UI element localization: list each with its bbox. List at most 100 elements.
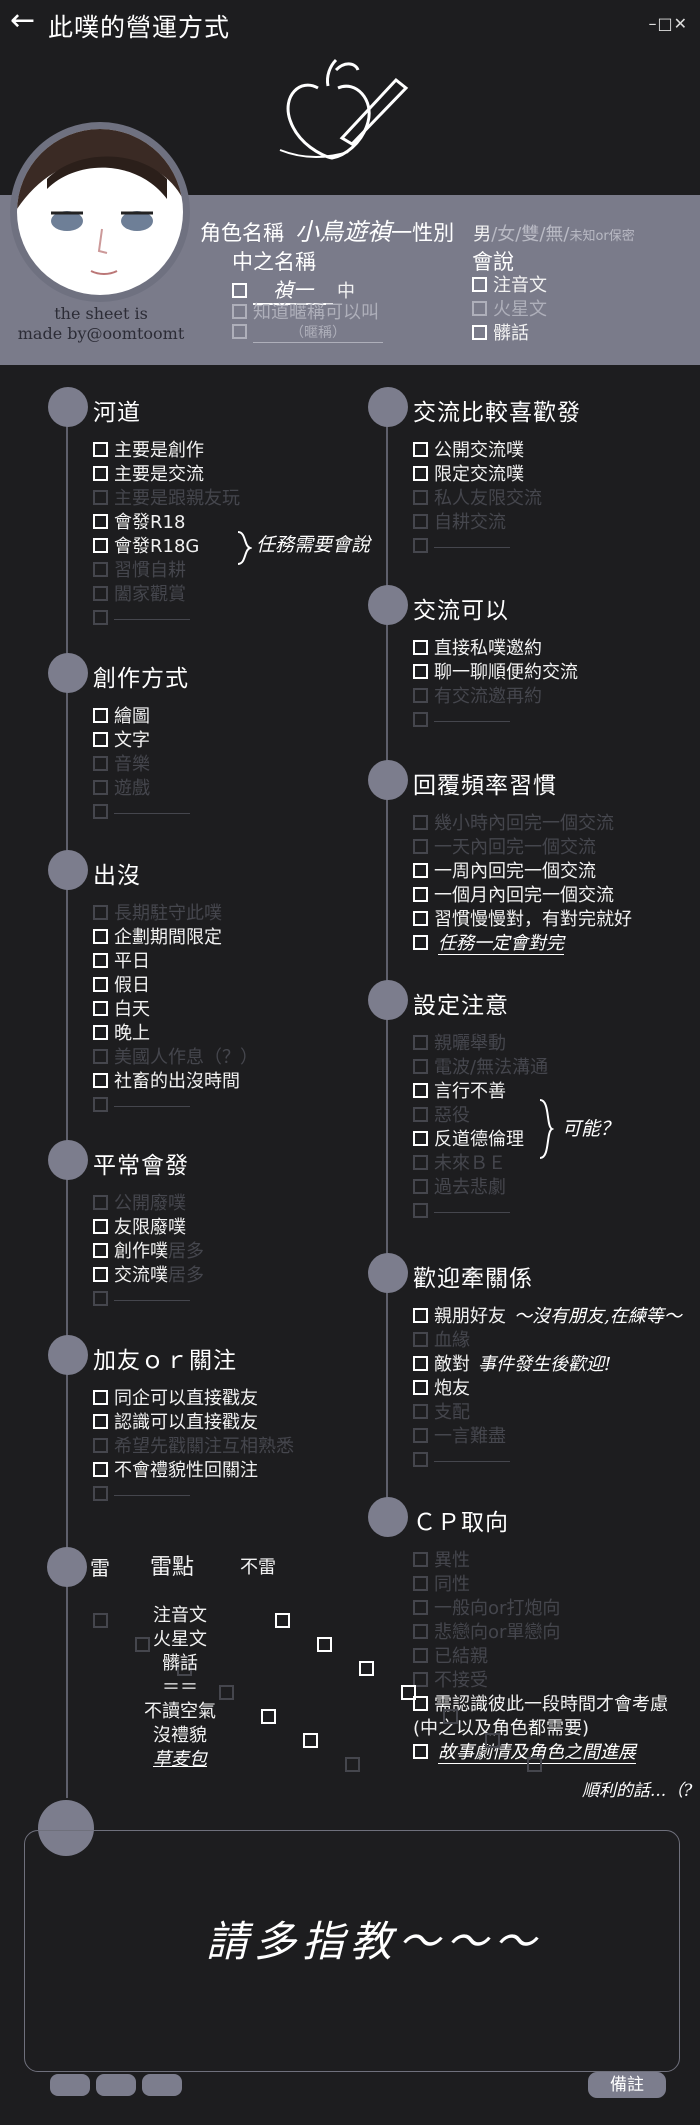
zhong-option-1[interactable]: 禎一中 <box>232 274 355 305</box>
checkbox-icon[interactable] <box>93 537 108 553</box>
checklist-item[interactable]: 長期駐守此噗 <box>93 902 222 926</box>
checklist-item[interactable]: 認識可以直接戳友 <box>93 1411 258 1435</box>
page-pill-2[interactable] <box>96 2074 136 2096</box>
checklist-item[interactable]: 創作噗居多 <box>93 1240 204 1264</box>
mine-checkbox-icon[interactable] <box>303 1733 318 1748</box>
checklist-item[interactable]: 主要是交流 <box>93 463 204 487</box>
checklist-item[interactable]: 一周內回完一個交流 <box>413 860 596 884</box>
name-value[interactable]: 小鳥遊禎 <box>295 218 392 246</box>
checkbox-icon[interactable] <box>93 1389 108 1405</box>
checkbox-icon[interactable] <box>93 1242 108 1258</box>
checkbox-icon[interactable] <box>413 1202 428 1218</box>
checklist-item[interactable]: 企劃期間限定 <box>93 926 222 950</box>
checkbox-icon[interactable] <box>93 1461 108 1477</box>
blank-line[interactable] <box>114 1494 190 1496</box>
blank-line[interactable] <box>114 812 190 814</box>
checklist-item[interactable]: 親朋好友～沒有朋友,在練等～ <box>413 1305 682 1329</box>
not-mine-checkbox-icon[interactable] <box>527 1757 542 1772</box>
not-mine-checkbox-icon[interactable] <box>275 1613 290 1628</box>
checklist-item[interactable]: 白天 <box>93 998 150 1022</box>
checkbox-icon[interactable] <box>413 1599 428 1615</box>
checklist-item[interactable] <box>93 1483 190 1507</box>
zhong-option-3[interactable]: （暱稱） <box>232 322 383 343</box>
checkbox-icon[interactable] <box>413 687 428 703</box>
gender-others[interactable]: /女/雙/無/ <box>491 224 570 245</box>
checkbox-icon[interactable] <box>93 755 108 771</box>
checkbox-icon[interactable] <box>93 803 108 819</box>
checkbox-icon[interactable] <box>93 489 108 505</box>
nickname-field[interactable]: （暱稱） <box>253 322 383 343</box>
mine-checkbox-icon[interactable] <box>177 1661 192 1676</box>
checklist-item[interactable]: 直接私噗邀約 <box>413 637 542 661</box>
checkbox-icon[interactable] <box>413 513 428 529</box>
checkbox-icon[interactable] <box>413 537 428 553</box>
checklist-item[interactable]: 幾小時內回完一個交流 <box>413 812 614 836</box>
not-mine-checkbox-icon[interactable] <box>485 1733 500 1748</box>
checkbox-icon[interactable] <box>413 489 428 505</box>
checkbox-icon[interactable] <box>93 952 108 968</box>
checkbox-icon[interactable] <box>93 904 108 920</box>
checklist-item[interactable]: 支配 <box>413 1401 470 1425</box>
checkbox-icon[interactable] <box>413 465 428 481</box>
back-arrow-icon[interactable]: ← <box>10 3 36 38</box>
checkbox-icon[interactable] <box>93 561 108 577</box>
checkbox-icon[interactable] <box>472 276 487 292</box>
checklist-item[interactable]: 未來ＢＥ <box>413 1152 506 1176</box>
blank-line[interactable] <box>434 546 510 548</box>
checklist-item[interactable]: 同性 <box>413 1573 470 1597</box>
checklist-item[interactable]: 親曬舉動 <box>413 1032 506 1056</box>
blank-line[interactable] <box>114 1299 190 1301</box>
checkbox-icon[interactable] <box>413 1130 428 1146</box>
checkbox-icon[interactable] <box>413 1427 428 1443</box>
checklist-item[interactable] <box>413 1449 510 1473</box>
checklist-item[interactable]: 假日 <box>93 974 150 998</box>
checkbox-icon[interactable] <box>472 300 487 316</box>
checklist-item[interactable]: 遊戲 <box>93 777 150 801</box>
checkbox-icon[interactable] <box>413 1575 428 1591</box>
blank-line[interactable] <box>114 1105 190 1107</box>
checkbox-icon[interactable] <box>93 1096 108 1112</box>
checkbox-icon[interactable] <box>413 814 428 830</box>
checkbox-icon[interactable] <box>413 886 428 902</box>
checklist-item[interactable]: 闔家觀賞 <box>93 583 186 607</box>
not-mine-checkbox-icon[interactable] <box>401 1685 416 1700</box>
checkbox-icon[interactable] <box>93 585 108 601</box>
checklist-item[interactable] <box>413 1200 510 1224</box>
checkbox-icon[interactable] <box>413 1034 428 1050</box>
checkbox-icon[interactable] <box>413 1695 428 1711</box>
checkbox-icon[interactable] <box>93 928 108 944</box>
checkbox-icon[interactable] <box>413 711 428 727</box>
checklist-item[interactable] <box>413 535 510 559</box>
checkbox-icon[interactable] <box>93 1290 108 1306</box>
checklist-item[interactable]: 主要是跟親友玩 <box>93 487 240 511</box>
checklist-item[interactable] <box>93 801 190 825</box>
checklist-item[interactable]: 音樂 <box>93 753 150 777</box>
checkbox-icon[interactable] <box>93 1218 108 1234</box>
speak-item[interactable]: 火星文 <box>472 298 547 322</box>
checklist-item[interactable]: 一天內回完一個交流 <box>413 836 596 860</box>
checkbox-icon[interactable] <box>413 1647 428 1663</box>
page-pill-1[interactable] <box>50 2074 90 2096</box>
checkbox-icon[interactable] <box>93 609 108 625</box>
gender-unknown[interactable]: 未知or保密 <box>569 229 635 244</box>
checkbox-icon[interactable] <box>93 976 108 992</box>
checklist-item[interactable]: 主要是創作 <box>93 439 204 463</box>
blank-line[interactable] <box>114 618 190 620</box>
checklist-item[interactable]: 已結親 <box>413 1645 488 1669</box>
checklist-item[interactable]: 需認識彼此一段時間才會考慮 <box>413 1693 668 1717</box>
zhong-option-2[interactable]: 知道暱稱可以叫 <box>232 298 379 324</box>
checklist-item[interactable]: 習慣慢慢對，有對完就好 <box>413 908 632 932</box>
checkbox-icon[interactable] <box>93 1485 108 1501</box>
checklist-item[interactable]: 會發R18G <box>93 535 199 559</box>
remark-button[interactable]: 備註 <box>588 2072 666 2098</box>
checkbox-icon[interactable] <box>93 1413 108 1429</box>
checkbox-icon[interactable] <box>413 1403 428 1419</box>
gender-male[interactable]: 男 <box>473 224 492 245</box>
checkbox-icon[interactable] <box>232 282 247 298</box>
checkbox-icon[interactable] <box>413 1082 428 1098</box>
checkbox-icon[interactable] <box>413 1355 428 1371</box>
checklist-item[interactable]: 自耕交流 <box>413 511 506 535</box>
checklist-item[interactable]: 不接受 <box>413 1669 488 1693</box>
checklist-item[interactable]: 電波/無法溝通 <box>413 1056 548 1080</box>
checkbox-icon[interactable] <box>413 1178 428 1194</box>
